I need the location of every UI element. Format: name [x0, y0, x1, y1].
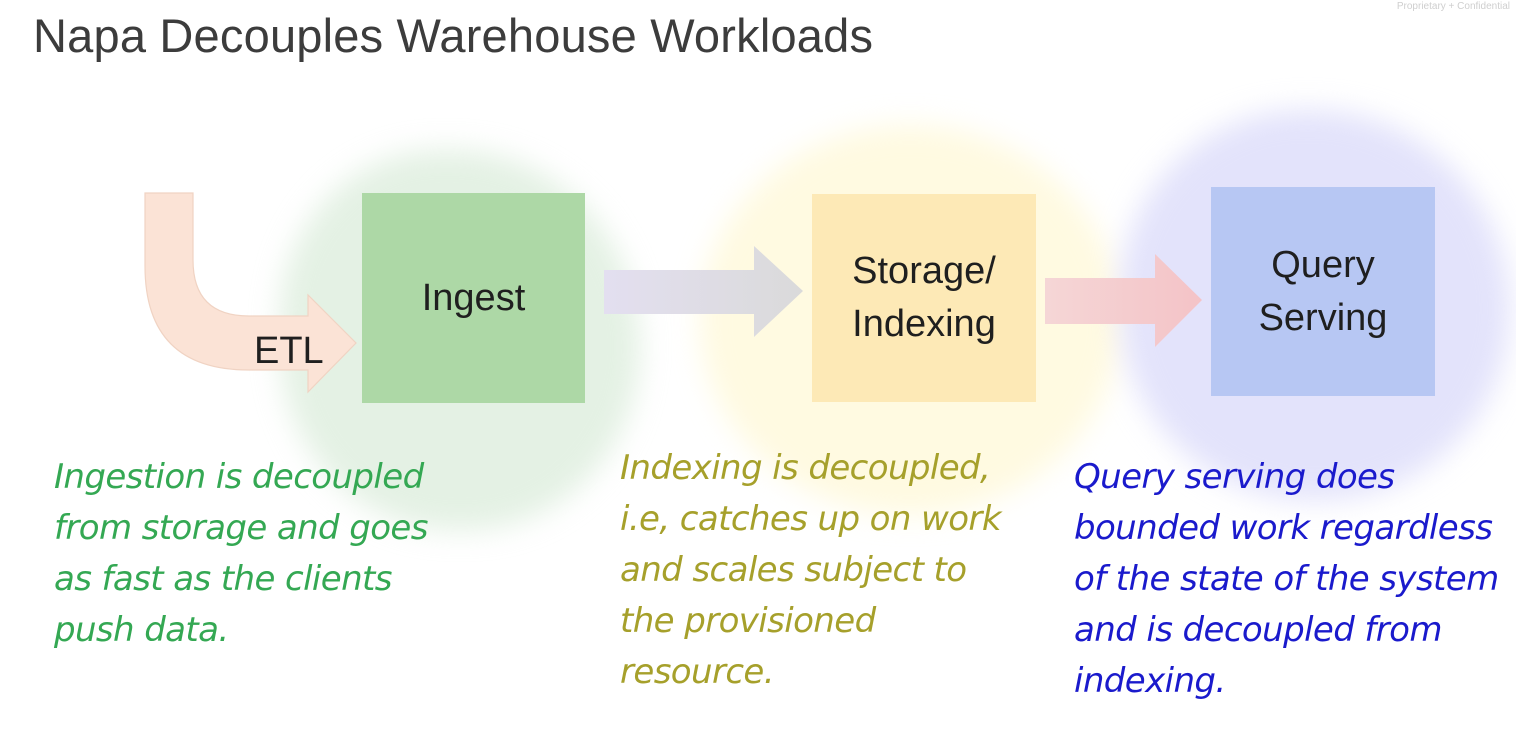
- ingestion-note: Ingestion is decoupled from storage and …: [54, 452, 428, 656]
- confidential-watermark: Proprietary + Confidential: [1396, 1, 1510, 12]
- indexing-note: Indexing is decoupled, i.e, catches up o…: [620, 443, 1002, 698]
- note-line: the provisioned: [620, 601, 876, 641]
- note-line: and is decoupled from: [1074, 610, 1443, 650]
- note-line: i.e, catches up on work: [620, 499, 1002, 539]
- storage-to-query-arrow: [1045, 254, 1202, 347]
- note-line: resource.: [620, 652, 775, 692]
- query-label-line: Query: [1271, 243, 1375, 286]
- ingest-to-storage-arrow: [604, 246, 803, 337]
- ingest-label: Ingest: [421, 276, 526, 319]
- slide-title: Napa Decouples Warehouse Workloads: [33, 9, 874, 62]
- note-line: push data.: [54, 610, 229, 650]
- etl-curved-arrow: [144, 192, 357, 394]
- query-serving-note: Query serving does bounded work regardle…: [1074, 452, 1499, 707]
- note-line: Ingestion is decoupled: [54, 457, 424, 497]
- storage-label-line: Storage/: [852, 250, 996, 292]
- note-line: and scales subject to: [620, 550, 967, 590]
- query-label-line: Serving: [1258, 296, 1388, 339]
- storage-indexing-box: Storage/ Indexing: [812, 194, 1036, 402]
- note-line: as fast as the clients: [54, 559, 392, 599]
- note-line: Query serving does: [1074, 457, 1395, 497]
- query-serving-box: Query Serving: [1211, 187, 1435, 396]
- note-line: from storage and goes: [54, 508, 428, 548]
- ingest-box: Ingest: [362, 193, 585, 403]
- storage-label-line: Indexing: [852, 303, 996, 345]
- etl-label: ETL: [254, 330, 324, 372]
- note-line: bounded work regardless: [1074, 508, 1493, 548]
- note-line: indexing.: [1074, 661, 1226, 701]
- note-line: Indexing is decoupled,: [620, 448, 991, 488]
- note-line: of the state of the system: [1074, 559, 1499, 599]
